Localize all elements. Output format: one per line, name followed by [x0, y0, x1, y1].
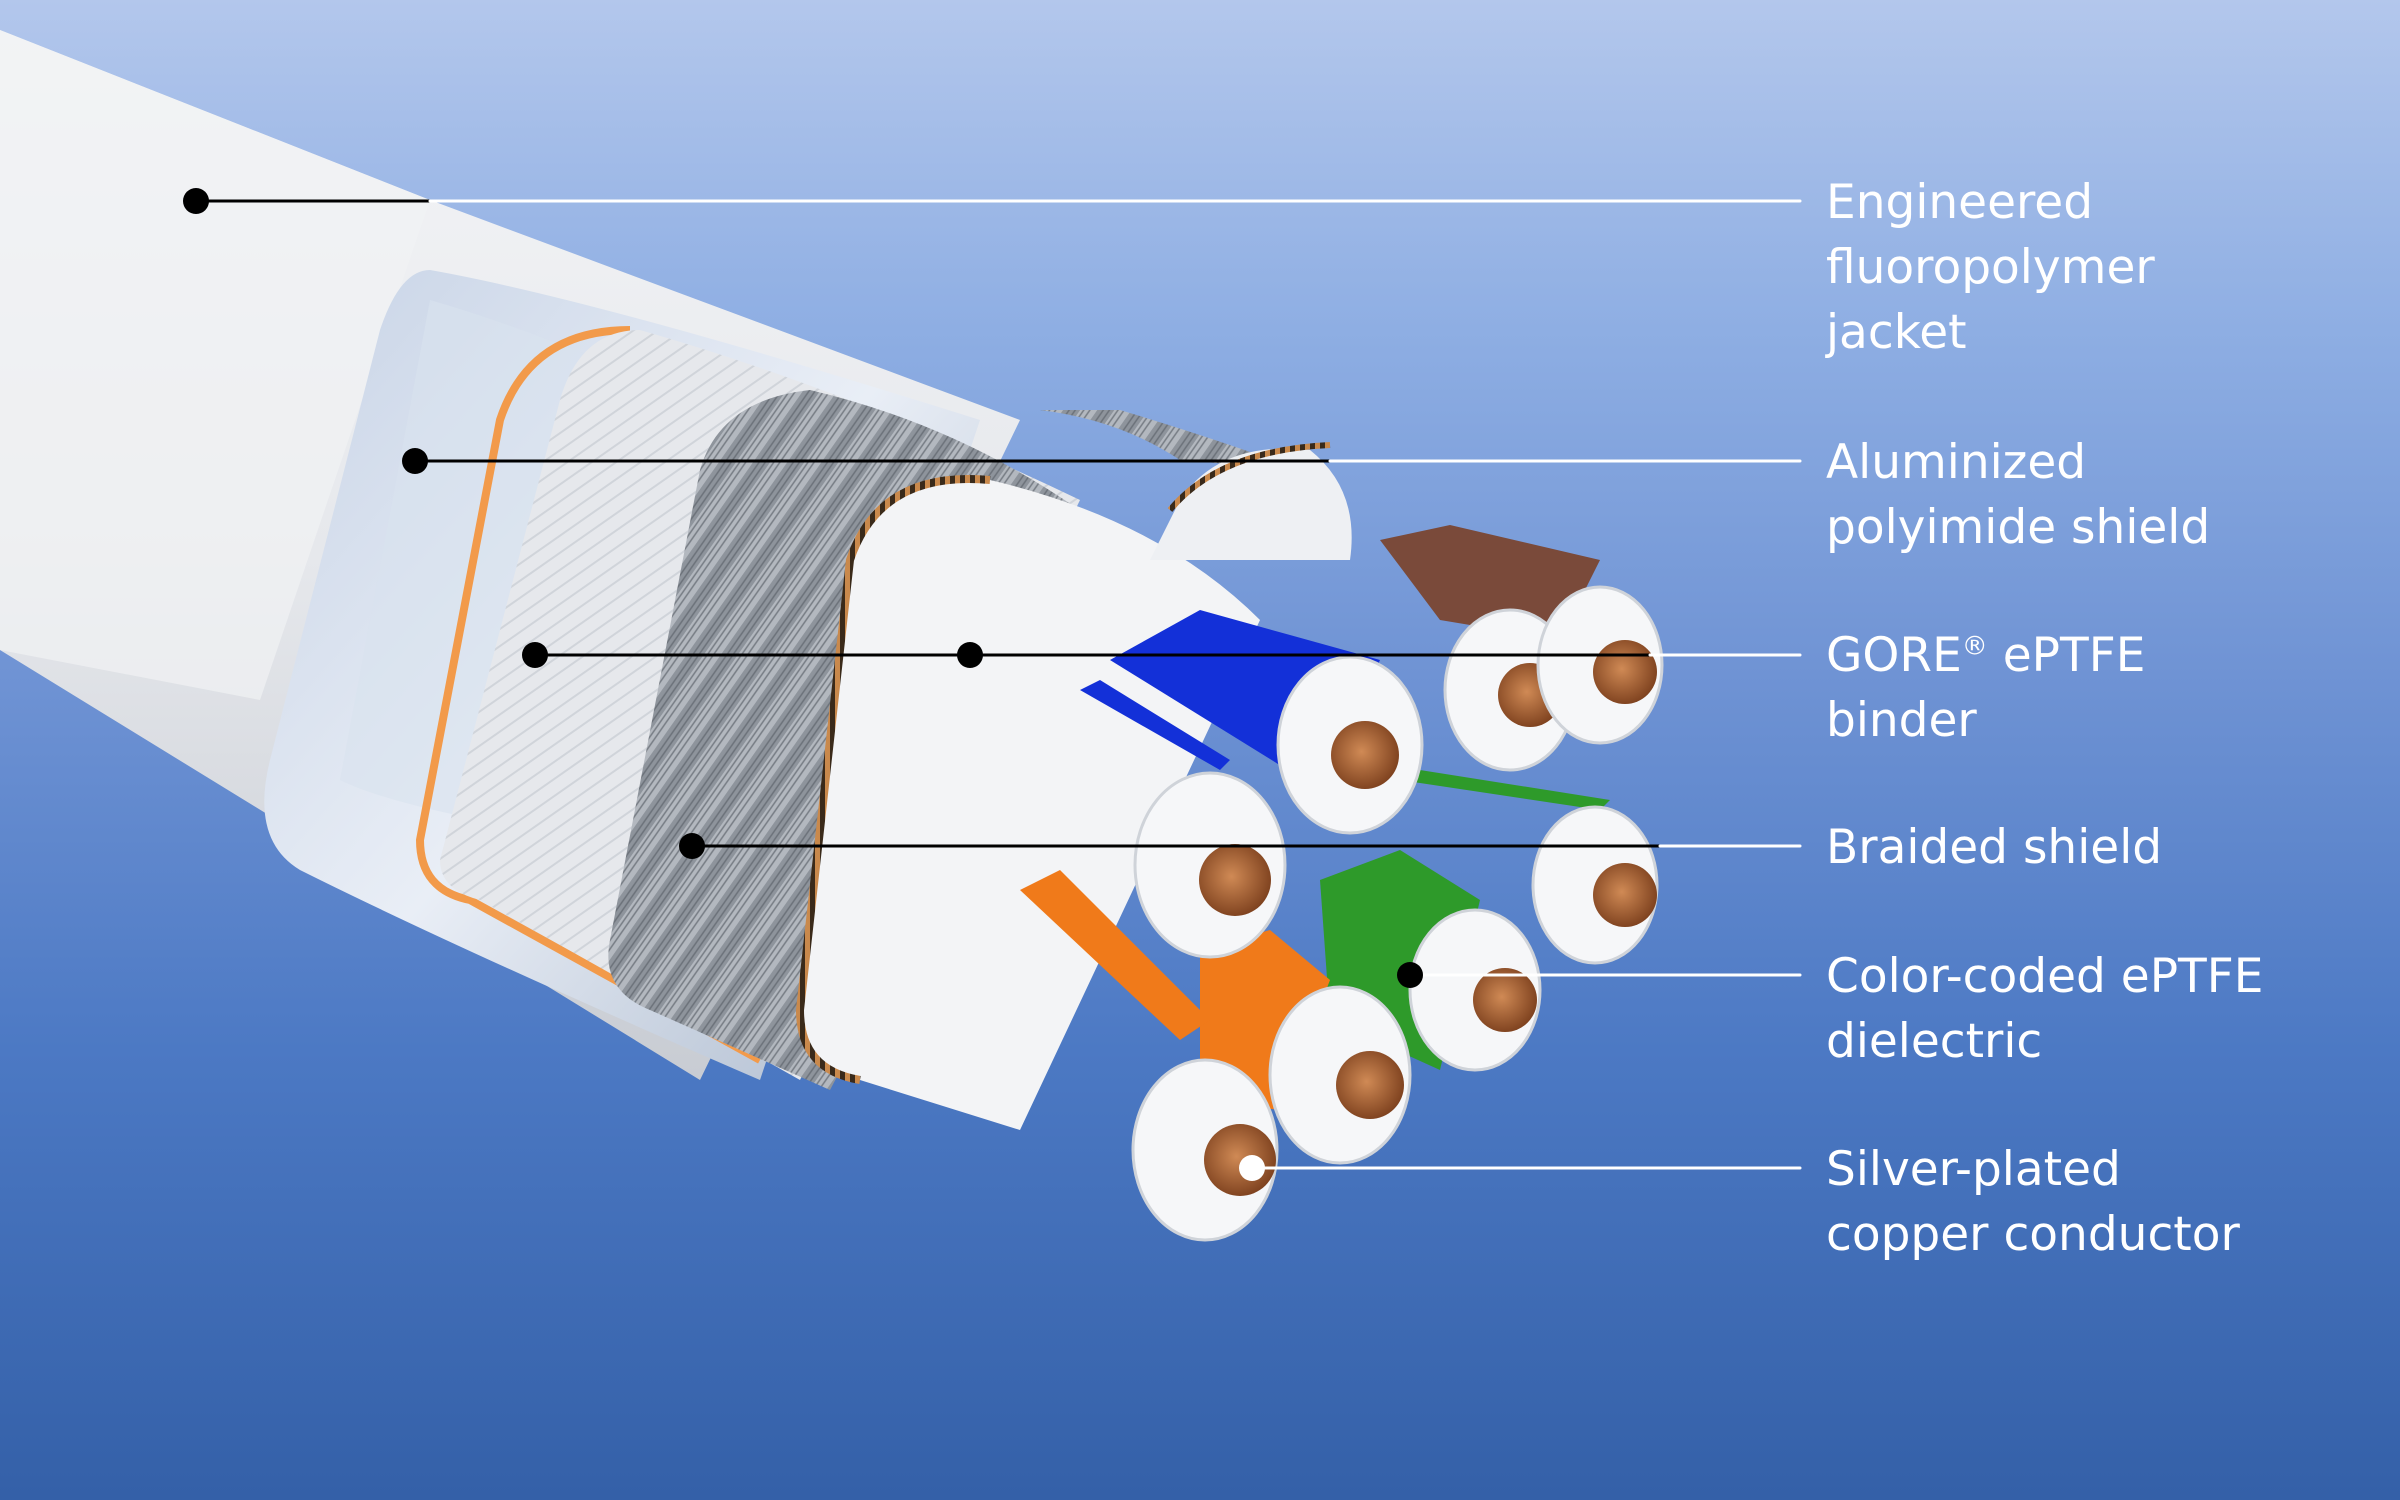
label-dielectric-line-2: dielectric: [1826, 1014, 2043, 1069]
label-aluminized-line-1: Aluminized: [1826, 435, 2087, 490]
label-dielectric-line-1: Color-coded ePTFE: [1826, 949, 2264, 1004]
label-aluminized-line-2: polyimide shield: [1826, 500, 2211, 555]
label-conductor: Silver-plated copper conductor: [1826, 1137, 2240, 1267]
label-binder-gore: GORE: [1826, 628, 1962, 683]
wire-white-center: [1133, 771, 1287, 959]
leader-braided: [679, 833, 1802, 859]
label-conductor-line-2: copper conductor: [1826, 1207, 2240, 1262]
label-jacket-line-2: fluoropolymer: [1826, 240, 2155, 295]
label-jacket: Engineered fluoropolymer jacket: [1826, 170, 2155, 365]
leader-jacket: [183, 188, 1802, 214]
wire-white-right: [1531, 805, 1659, 965]
leader-binder: [522, 642, 1802, 668]
label-aluminized: Aluminized polyimide shield: [1826, 430, 2210, 560]
label-jacket-line-1: Engineered: [1826, 175, 2094, 230]
label-binder: GORE® ePTFE binder: [1826, 623, 2145, 753]
leader-lines: [183, 188, 1802, 1181]
label-dielectric: Color-coded ePTFE dielectric: [1826, 944, 2263, 1074]
registered-mark: ®: [1961, 631, 1988, 662]
label-jacket-line-3: jacket: [1826, 305, 1967, 360]
wire-white-bottom: [1131, 1058, 1279, 1242]
wire-green: [1408, 908, 1542, 1072]
leader-dielectric: [1397, 962, 1802, 988]
label-binder-line-2: binder: [1826, 693, 1977, 748]
leader-aluminized: [402, 448, 1802, 474]
label-binder-line-1: GORE® ePTFE: [1826, 623, 2145, 688]
wire-orange: [1268, 985, 1412, 1165]
leader-conductor: [1239, 1155, 1802, 1181]
label-binder-eptfe: ePTFE: [1987, 628, 2146, 683]
wire-brown-right: [1536, 585, 1664, 745]
label-braided: Braided shield: [1826, 815, 2162, 880]
wire-blue: [1276, 655, 1424, 835]
label-braided-line-1: Braided shield: [1826, 820, 2163, 875]
label-conductor-line-1: Silver-plated: [1826, 1142, 2121, 1197]
orange-tape-ring: [415, 326, 762, 1064]
